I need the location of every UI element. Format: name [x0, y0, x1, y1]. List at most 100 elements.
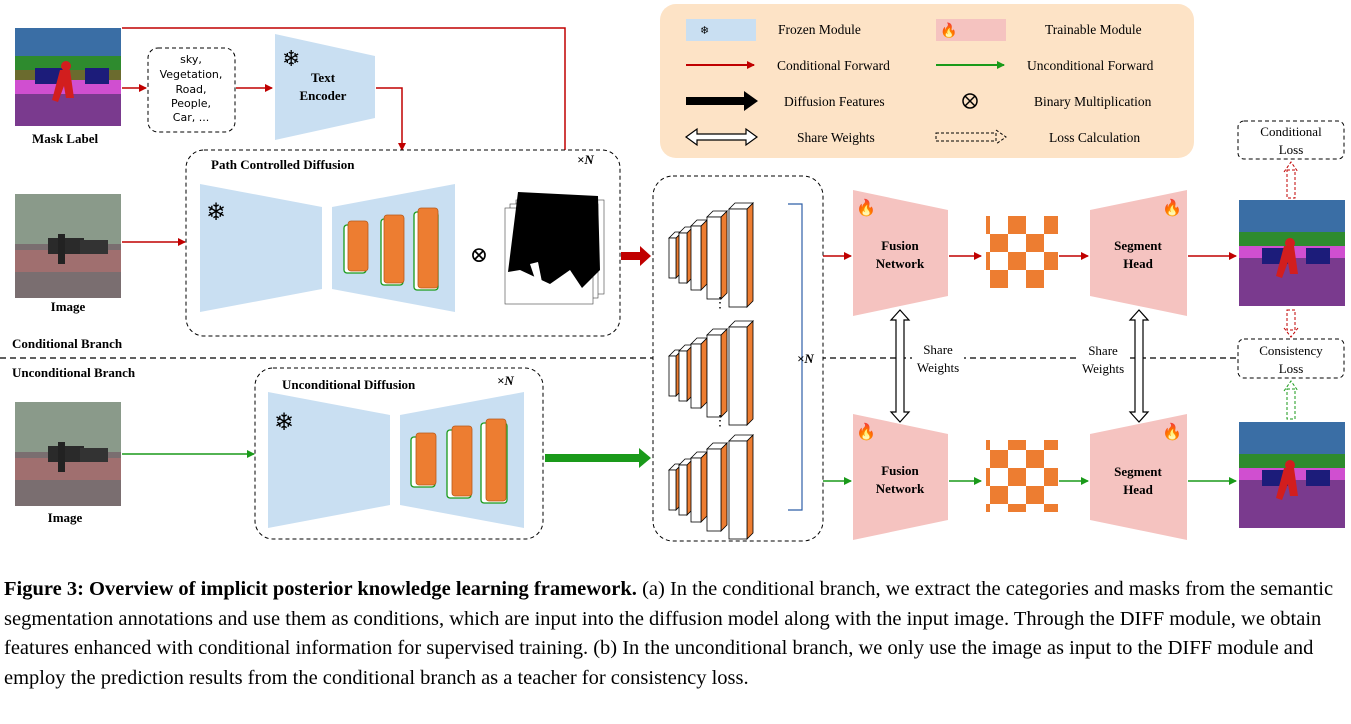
- control-blocks-bottom: [410, 418, 508, 504]
- mask-label-image: [15, 28, 121, 126]
- legend: ❄ Frozen Module 🔥 Trainable Module Condi…: [660, 4, 1194, 158]
- output-segmentation-top: [1239, 200, 1345, 306]
- figure-caption: Figure 3: Overview of implicit posterior…: [4, 575, 1349, 693]
- share-weights-segment-label-1: Share: [1088, 343, 1118, 358]
- fusion-bottom-label-2: Network: [876, 481, 925, 496]
- flame-icon: 🔥: [856, 198, 876, 217]
- unconditional-branch-label: Unconditional Branch: [12, 365, 136, 380]
- feature-block: [706, 216, 722, 300]
- legend-share-arrow: [684, 127, 759, 147]
- text-encoder-label-1: Text: [311, 70, 336, 85]
- feature-block: [690, 457, 702, 523]
- condition-item: People,: [171, 97, 211, 110]
- legend-diffusion-arrow: [686, 91, 758, 111]
- unconditional-diffusion-title: Unconditional Diffusion: [282, 377, 416, 392]
- loss-arrow-consistency-top: [1283, 309, 1299, 338]
- uncond-encoder-frozen: [268, 392, 390, 528]
- snowflake-icon: ❄: [282, 46, 300, 71]
- feature-block: [678, 232, 688, 284]
- legend-unconditional-label: Unconditional Forward: [1027, 58, 1154, 73]
- feature-block: [728, 440, 748, 540]
- framework-diagram: ❄ Frozen Module 🔥 Trainable Module Condi…: [0, 4, 1345, 542]
- mask-label-text: Mask Label: [32, 131, 98, 146]
- flame-icon: 🔥: [940, 22, 957, 39]
- feature-block: [706, 448, 722, 532]
- legend-diffusion-label: Diffusion Features: [784, 94, 885, 109]
- feature-block: [668, 237, 677, 279]
- feature-stacks: [668, 202, 754, 540]
- conditional-branch-label: Conditional Branch: [12, 336, 123, 351]
- segment-bottom-label-2: Head: [1123, 482, 1153, 497]
- conditions-list: sky, Vegetation, Road,People,Car, ...: [160, 53, 223, 124]
- image-top-label: Image: [51, 299, 86, 314]
- times-n-features: ×N: [797, 351, 814, 366]
- conditional-loss-box: [1237, 120, 1345, 160]
- flame-icon: 🔥: [1162, 198, 1182, 217]
- share-weights-segment-label-2: Weights: [1082, 361, 1124, 376]
- legend-background: [660, 4, 1194, 158]
- feature-block: [728, 208, 748, 308]
- loss-arrow-conditional: [1283, 161, 1299, 199]
- vdots-1: ⋮: [713, 296, 727, 311]
- feature-block: [690, 343, 702, 409]
- segment-top-label-2: Head: [1123, 256, 1153, 271]
- snowflake-icon: ❄: [274, 410, 294, 436]
- fusion-top-label-2: Network: [876, 256, 925, 271]
- feature-block-side: [720, 328, 728, 418]
- legend-conditional-label: Conditional Forward: [777, 58, 890, 73]
- snowflake-icon: ❄: [206, 200, 226, 226]
- times-n-uncond: ×N: [497, 373, 514, 388]
- mask-to-multiply-arrow: [122, 27, 569, 197]
- feature-block-side: [746, 202, 754, 308]
- condition-item: sky,: [180, 53, 202, 66]
- caption-heading: Figure 3: Overview of implicit posterior…: [4, 578, 637, 600]
- feature-block: [678, 464, 688, 516]
- caption-body: (a) In the conditional branch, we extrac…: [4, 578, 1334, 689]
- output-segmentation-bottom: [1239, 422, 1345, 528]
- feature-block: [706, 334, 722, 418]
- consistency-loss-label-2: Loss: [1279, 361, 1304, 376]
- feature-map-top: [986, 216, 1058, 288]
- segment-head-bottom: [1090, 414, 1187, 540]
- diffusion-features-arrow-cond: [621, 246, 651, 266]
- fusion-network-bottom: [853, 414, 948, 540]
- input-image-bottom: [15, 402, 121, 506]
- fusion-bottom-label-1: Fusion: [881, 463, 919, 478]
- loss-arrow-consistency-bottom: [1283, 380, 1299, 420]
- encoder-to-diffusion-arrow: [376, 87, 406, 151]
- condition-item: Vegetation,: [160, 68, 223, 81]
- times-n-top: ×N: [577, 152, 594, 167]
- segment-top-label-1: Segment: [1114, 238, 1162, 253]
- legend-binary-label: Binary Multiplication: [1034, 94, 1152, 109]
- share-weights-fusion-label-2: Weights: [917, 360, 959, 375]
- feature-block: [690, 225, 702, 291]
- diffusion-encoder-frozen: [200, 184, 322, 312]
- input-image-top: [15, 194, 121, 298]
- mask-stack: [504, 192, 605, 305]
- feature-bracket: [788, 203, 803, 511]
- segment-bottom-label-1: Segment: [1114, 464, 1162, 479]
- conditional-loss-label-1: Conditional: [1260, 124, 1322, 139]
- feature-block: [678, 350, 688, 402]
- condition-item: Car, ...: [173, 111, 209, 124]
- fusion-network-top: [853, 190, 948, 316]
- conditions-box: [147, 47, 236, 133]
- feature-block: [668, 355, 677, 397]
- legend-frozen-swatch: [686, 19, 756, 41]
- binary-multiplication-icon: ⊗: [470, 242, 488, 267]
- control-blocks-top: [343, 207, 439, 291]
- feature-block-side: [746, 320, 754, 426]
- diffusion-features-arrow-uncond: [545, 448, 651, 468]
- share-weights-arrow-fusion: [889, 309, 911, 423]
- fusion-top-label-1: Fusion: [881, 238, 919, 253]
- share-weights-segment-bg: [1076, 339, 1130, 379]
- condition-item: Road,: [175, 83, 206, 96]
- legend-otimes-icon: [962, 93, 978, 109]
- legend-frozen-label: Frozen Module: [778, 22, 861, 37]
- legend-share-label: Share Weights: [797, 130, 875, 145]
- path-controlled-diffusion-title: Path Controlled Diffusion: [211, 157, 355, 172]
- segment-head-top: [1090, 190, 1187, 316]
- text-encoder-label-2: Encoder: [300, 88, 347, 103]
- feature-block: [728, 326, 748, 426]
- feature-block-side: [700, 219, 708, 291]
